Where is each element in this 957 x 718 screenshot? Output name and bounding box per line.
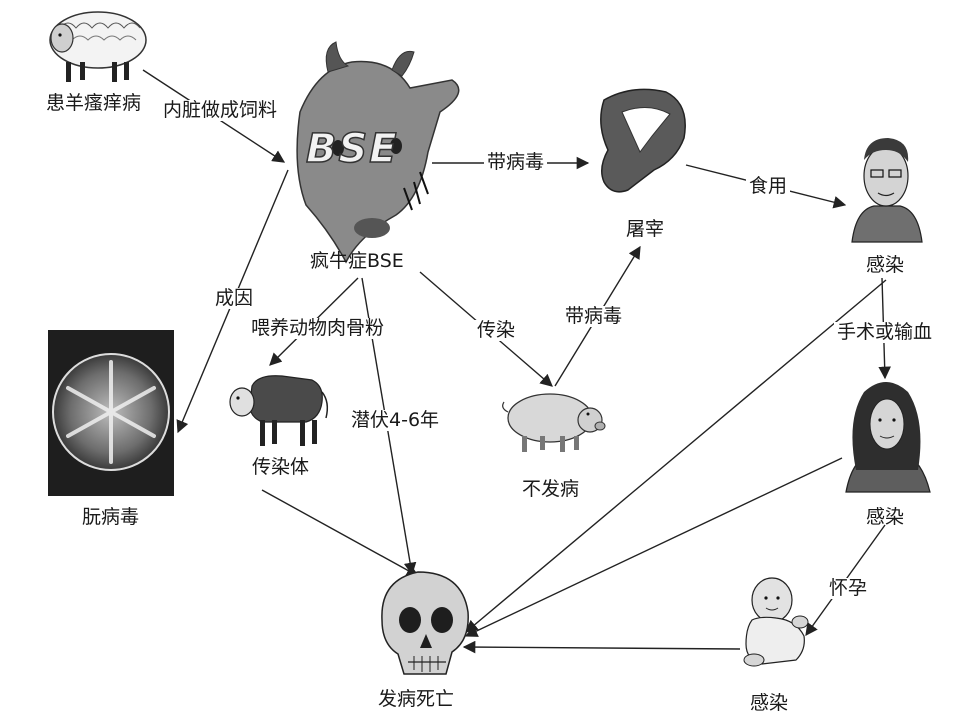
node-label-man-infected: 感染 bbox=[866, 254, 905, 276]
edge-man-to-death bbox=[465, 279, 887, 633]
node-label-slaughter: 屠宰 bbox=[626, 218, 665, 240]
edge-label-feed-meal: 喂养动物肉骨粉 bbox=[248, 318, 388, 339]
edge-woman-to-death bbox=[464, 457, 843, 637]
skull-illustration bbox=[381, 571, 469, 675]
edge-label-carry-virus-1: 带病毒 bbox=[484, 152, 548, 173]
node-label-baby-infected: 感染 bbox=[750, 692, 789, 714]
edge-label-carry-virus-2: 带病毒 bbox=[562, 306, 626, 327]
bse-logo-text: BSE bbox=[306, 126, 399, 172]
edge-label-surgery-blood: 手术或输血 bbox=[834, 322, 936, 343]
node-label-scrapie-sheep: 患羊瘙痒病 bbox=[46, 92, 142, 114]
node-label-woman-infected: 感染 bbox=[866, 506, 905, 528]
sheep-illustration bbox=[49, 11, 147, 82]
infected-man-illustration bbox=[851, 138, 923, 243]
node-label-carrier-cow: 传染体 bbox=[252, 456, 310, 478]
edge-label-transmit: 传染 bbox=[474, 320, 519, 341]
edge-label-pregnancy: 怀孕 bbox=[826, 578, 871, 599]
node-label-bse: 疯牛症BSE bbox=[310, 250, 404, 272]
edge-label-offal-feed: 内脏做成饲料 bbox=[160, 100, 281, 121]
carrier-cow-illustration bbox=[229, 375, 329, 446]
prion-petri-dish-illustration bbox=[48, 330, 174, 496]
infected-woman-illustration bbox=[845, 382, 931, 493]
edge-cow-to-death bbox=[261, 489, 420, 577]
node-label-prion: 朊病毒 bbox=[82, 506, 140, 528]
edge-label-latency: 潜伏4-6年 bbox=[348, 410, 443, 431]
infected-baby-illustration bbox=[743, 577, 809, 667]
meat-illustration bbox=[600, 88, 686, 193]
edge-baby-to-death bbox=[462, 640, 741, 654]
pig-illustration bbox=[502, 393, 606, 452]
node-label-death: 发病死亡 bbox=[378, 688, 455, 710]
bse-cow-head-illustration: BSE bbox=[296, 41, 460, 264]
node-label-pig-no-disease: 不发病 bbox=[522, 478, 580, 500]
edge-label-eat: 食用 bbox=[746, 176, 791, 197]
edge-label-cause: 成因 bbox=[212, 288, 257, 309]
